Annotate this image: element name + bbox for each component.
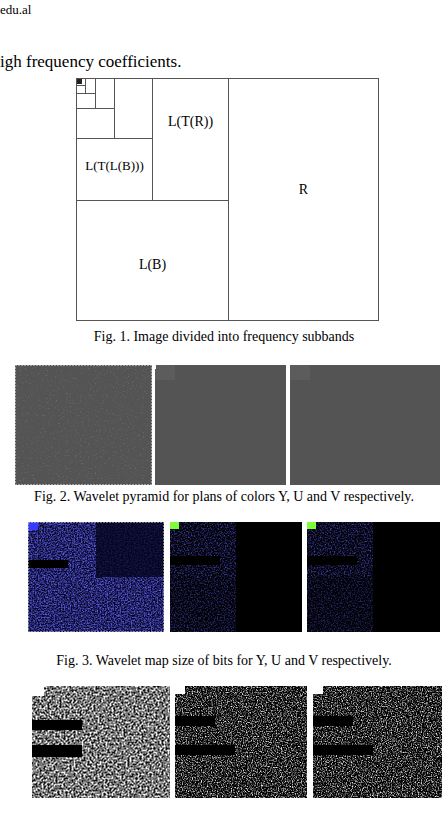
subband-box: L(T(R)): [153, 79, 228, 200]
header-fragment: edu.al: [0, 2, 31, 18]
subband-label: L(B): [139, 257, 166, 273]
subband-label: L(T(R)): [168, 114, 213, 130]
text-line: igh frequency coefficients.: [0, 52, 300, 72]
text-line: edu.al: [0, 0, 120, 18]
figure-caption: Fig. 1. Image divided into frequency sub…: [94, 329, 355, 345]
subband-box: L(B): [77, 201, 228, 320]
subband-label: L(T(L(B))): [85, 158, 143, 174]
subband-box: L(T(L(B))): [77, 139, 152, 200]
body-text: igh frequency coefficients.: [0, 52, 181, 72]
text-line: Fig. 2. Wavelet pyramid for plans of col…: [4, 487, 444, 505]
text-line: Fig. 3. Wavelet map size of bits for Y, …: [4, 651, 444, 669]
figure-caption: Fig. 3. Wavelet map size of bits for Y, …: [56, 653, 391, 669]
text-line: Fig. 1. Image divided into frequency sub…: [0, 327, 448, 345]
figure-caption: Fig. 2. Wavelet pyramid for plans of col…: [34, 489, 414, 505]
subband-label: R: [299, 182, 308, 198]
subband-box: R: [229, 79, 378, 320]
